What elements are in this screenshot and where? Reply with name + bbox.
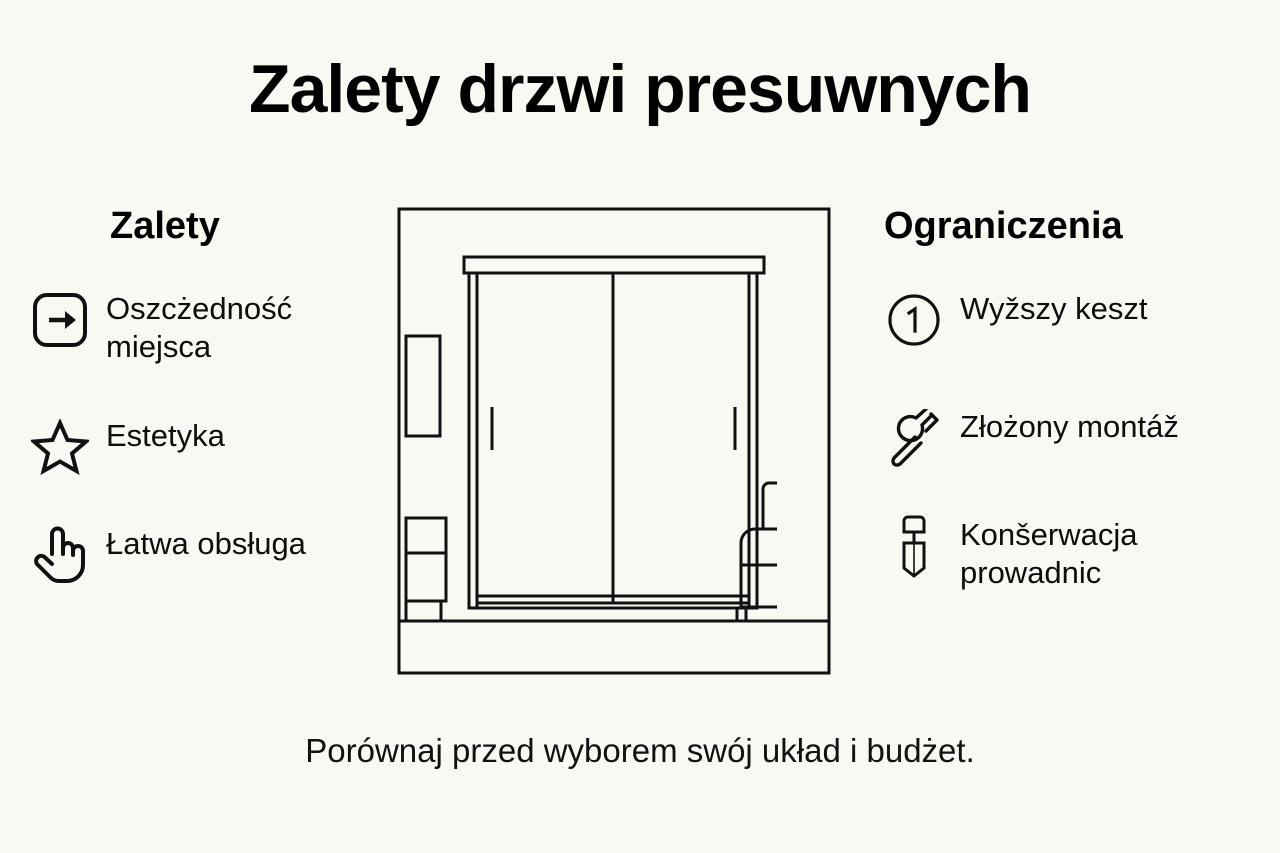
arrow-in-square-icon [30, 290, 90, 350]
right-door-panel [611, 271, 751, 605]
list-item: Wyžszy keszt [884, 288, 1244, 360]
list-item-label: Łatwa obsługa [106, 526, 306, 562]
cabinet-base [404, 599, 443, 623]
limitations-column: Ograniczenia Wyžszy keszt Złożony montáž [884, 205, 1244, 627]
page-caption: Porównaj przed wyborem swój układ i budż… [305, 732, 975, 769]
left-door-panel [475, 271, 615, 605]
list-item-label: Estetyka [106, 418, 225, 454]
armchair-seat [739, 563, 777, 609]
cabinet-lower [404, 551, 448, 603]
top-rail [462, 255, 766, 275]
advantages-heading: Zalety [110, 205, 220, 247]
list-item-label: Wyžszy keszt [960, 290, 1148, 326]
screwdriver-icon [884, 515, 944, 578]
advantages-column: Zalety Oszcżedność miejsca Estetyka [30, 205, 390, 631]
list-item-label: Złożony montáž [960, 408, 1179, 444]
armchair-back [761, 481, 777, 531]
sliding-door-illustration [396, 206, 832, 676]
cabinet-upper [404, 516, 448, 555]
circled-one-icon [884, 290, 944, 350]
list-item-label: Oszcżedność miejsca [106, 290, 293, 364]
star-icon [30, 417, 90, 477]
list-item: Łatwa obsługa [30, 523, 390, 595]
page-title: Zalety drzwi presuwnych [249, 51, 1032, 127]
list-item: Konšerwacja prowadnic [884, 514, 1244, 592]
pointing-hand-icon [30, 525, 90, 585]
room-outline [397, 207, 831, 675]
wall-shelf [404, 334, 442, 438]
list-item: Estetyka [30, 415, 390, 487]
list-item: Złożony montáž [884, 406, 1244, 478]
wrench-icon [884, 408, 944, 468]
armchair-leg [735, 607, 748, 623]
list-item-label: Konšerwacja prowadnic [960, 516, 1138, 590]
bottom-rail [475, 594, 751, 610]
limitations-heading: Ograniczenia [884, 205, 1123, 247]
list-item: Oszcżedność miejsca [30, 288, 390, 366]
armchair-arm [739, 527, 777, 567]
